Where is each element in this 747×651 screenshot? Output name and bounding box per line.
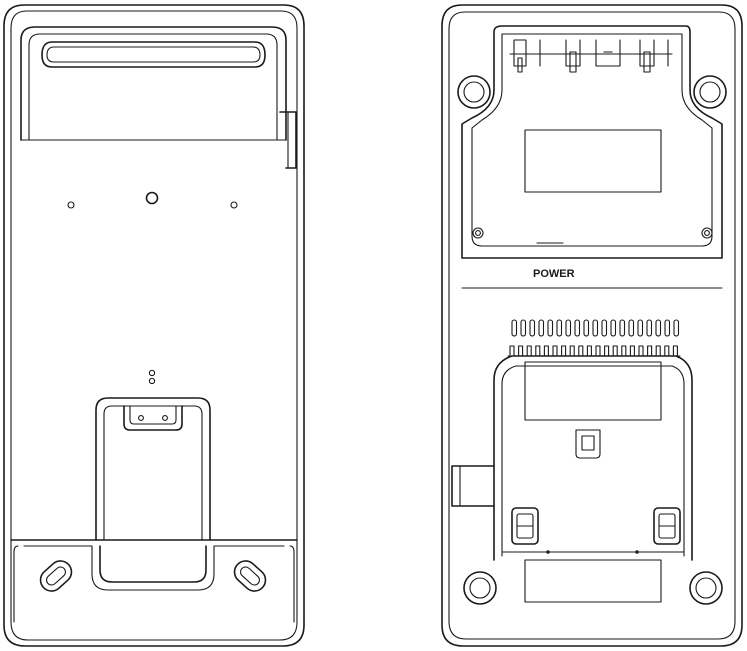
charger-back-view: POWER [441, 4, 743, 647]
back-corner-screw-bottom-right [689, 571, 723, 605]
back-vent-slots [511, 319, 680, 337]
vent-slot [538, 319, 545, 337]
vent-slot [646, 319, 653, 337]
back-foot-latch-right [653, 507, 681, 545]
power-label: POWER [533, 268, 575, 280]
front-pin-hole-top [148, 369, 156, 377]
vent-slot [574, 319, 581, 337]
vent-slot [592, 319, 599, 337]
back-housing-inner-edge [448, 11, 736, 640]
front-housing-outline [3, 4, 305, 647]
back-label-window-middle [524, 361, 662, 421]
front-pin-hole-bottom [148, 377, 156, 385]
front-contact-plate [123, 405, 183, 431]
back-upper-cradle [461, 25, 723, 289]
back-label-window-bottom [524, 559, 662, 603]
front-screw-hole-center [145, 191, 159, 205]
vent-slot [637, 319, 644, 337]
back-corner-screw-top-right [693, 75, 727, 109]
vent-slot [511, 319, 518, 337]
charger-front-view [3, 4, 305, 647]
back-center-latch [575, 429, 601, 459]
back-cradle-screw-right [701, 227, 713, 239]
front-screw-hole-left [67, 201, 75, 209]
vent-slot [655, 319, 662, 337]
front-base-plate [10, 539, 298, 623]
front-top-latch [20, 26, 297, 169]
front-housing-inner-edge [10, 10, 298, 641]
vent-slot [610, 319, 617, 337]
front-mount-slot-left [39, 560, 73, 592]
vent-slot [664, 319, 671, 337]
vent-slot [619, 319, 626, 337]
front-screw-hole-right [230, 201, 238, 209]
back-lower-cradle [451, 345, 693, 561]
back-label-window-top [524, 129, 662, 193]
vent-slot [556, 319, 563, 337]
front-latch-slot [41, 41, 266, 68]
vent-slot [547, 319, 554, 337]
front-contact-hole-left [138, 415, 144, 421]
back-corner-screw-top-left [457, 75, 491, 109]
vent-slot [529, 319, 536, 337]
vent-slot [628, 319, 635, 337]
back-foot-latch-left [511, 507, 539, 545]
front-mount-slot-right [233, 560, 267, 592]
back-cradle-screw-left [472, 227, 484, 239]
back-side-tab [451, 465, 495, 507]
back-housing-outline [441, 4, 743, 647]
back-corner-screw-bottom-left [463, 571, 497, 605]
front-contact-hole-right [162, 415, 168, 421]
vent-slot [565, 319, 572, 337]
back-latch-teeth [509, 39, 673, 73]
vent-slot [673, 319, 680, 337]
vent-slot [583, 319, 590, 337]
vent-slot [601, 319, 608, 337]
back-contact-comb [507, 345, 681, 357]
front-battery-slot [95, 397, 211, 541]
vent-slot [520, 319, 527, 337]
